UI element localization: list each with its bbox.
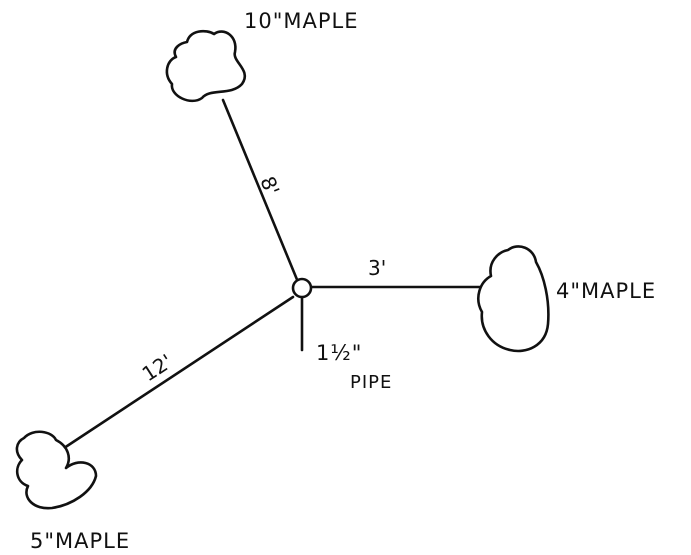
- pipe-label: PIPE: [350, 372, 392, 393]
- tree-right-canopy: [477, 245, 550, 353]
- dimension-bottom-left: 12': [138, 349, 177, 386]
- tree-bottom-left-canopy: [15, 430, 98, 510]
- tree-bottom-left-label: 5"MAPLE: [30, 529, 130, 553]
- tree-right-label: 4"MAPLE: [556, 279, 656, 303]
- pipe-size-label: 1½": [316, 341, 362, 365]
- tree-top-canopy: [165, 29, 247, 103]
- line-to-top-tree: [221, 98, 300, 284]
- tree-top-label: 10"MAPLE: [244, 9, 359, 33]
- pipe-marker-icon: [291, 277, 313, 299]
- dimension-right: 3': [368, 256, 386, 280]
- line-to-bottom-left-tree: [56, 295, 295, 454]
- dimension-top: 8': [255, 173, 284, 199]
